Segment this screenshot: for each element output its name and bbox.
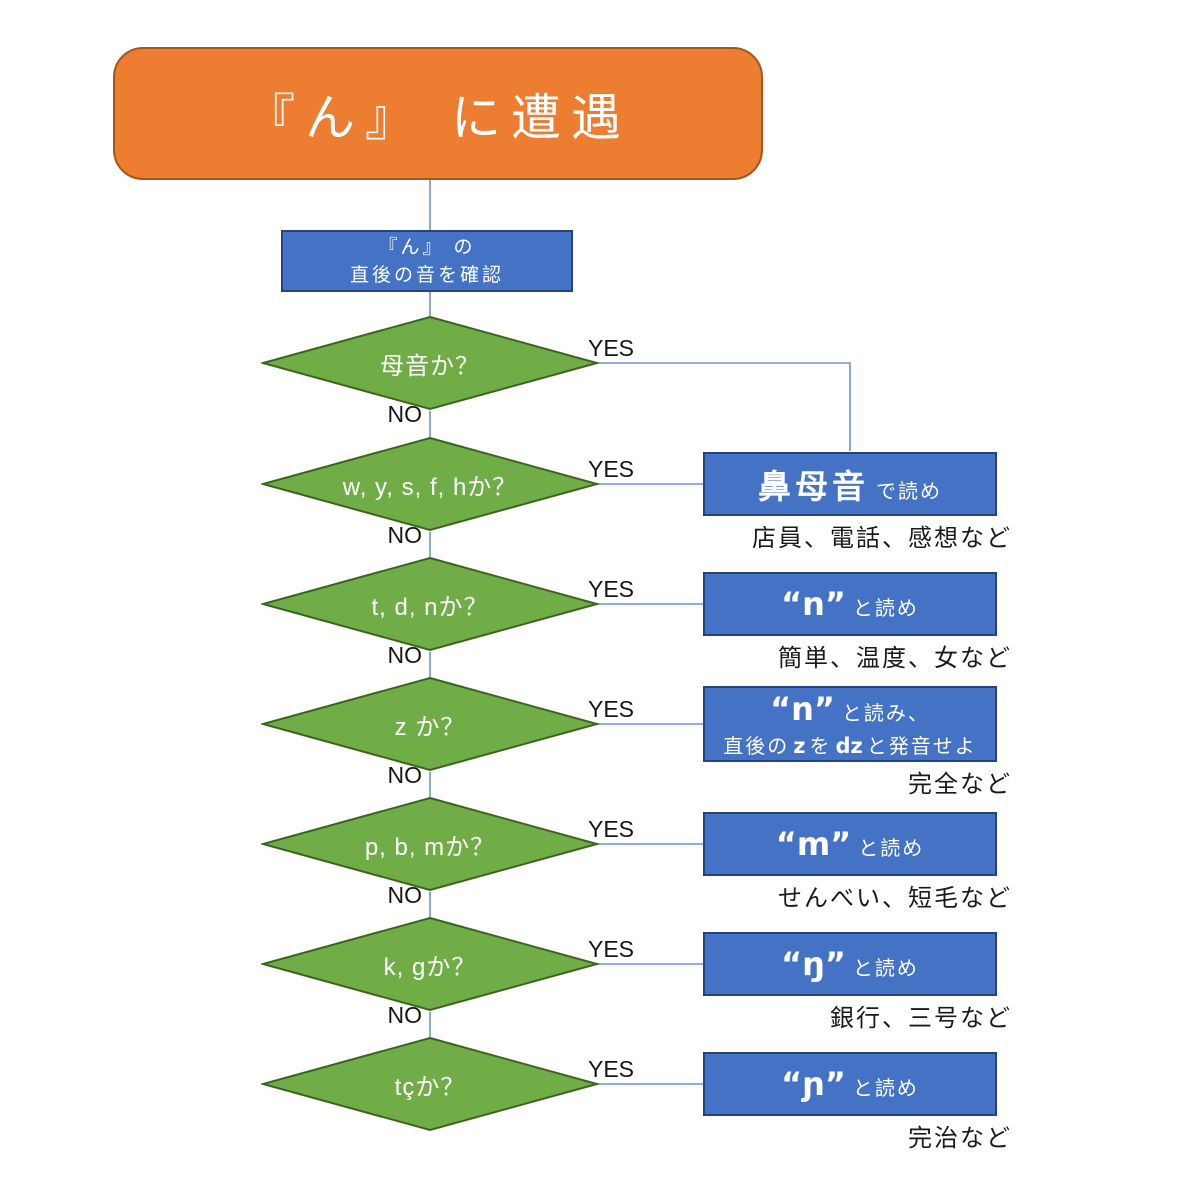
decision-vowel: 母音か？ bbox=[261, 315, 599, 411]
result-n: “n” と読め bbox=[703, 572, 997, 636]
start-node-line1: 『ん』 の bbox=[378, 235, 476, 258]
decision-tc-label: tçか？ bbox=[394, 1073, 466, 1101]
start-node-line2: 直後の音を確認 bbox=[349, 264, 504, 286]
example-nasal-vowel: 店員、電話、感想など bbox=[752, 524, 1012, 552]
result-n-dz-small: と読み、 bbox=[841, 700, 930, 725]
result-n-dz-z: z bbox=[793, 733, 806, 758]
result-n-dz-dz: dz bbox=[835, 733, 863, 758]
result-n-dz-tail: と発音せよ bbox=[866, 733, 977, 758]
decision-tdn: t, d, nか？ bbox=[261, 556, 599, 652]
no-label-4: NO bbox=[387, 762, 423, 788]
no-label-1: NO bbox=[387, 401, 423, 427]
example-n: 簡単、温度、女など bbox=[778, 644, 1012, 672]
decision-tc: tçか？ bbox=[261, 1036, 599, 1132]
example-ng: 銀行、三号など bbox=[830, 1004, 1012, 1032]
result-ny-big: “ɲ” bbox=[781, 1065, 846, 1103]
decision-wysfh: w, y, s, f, hか？ bbox=[261, 436, 599, 532]
decision-vowel-label: 母音か？ bbox=[380, 352, 480, 380]
decision-kg: k, gか？ bbox=[261, 916, 599, 1012]
example-ny: 完治など bbox=[908, 1124, 1012, 1152]
example-n-dz: 完全など bbox=[908, 770, 1012, 798]
decision-kg-label: k, gか？ bbox=[383, 953, 477, 981]
result-nasal-vowel-small: で読め bbox=[876, 479, 942, 503]
start-node: 『ん』 の 直後の音を確認 bbox=[281, 230, 573, 292]
result-nasal-vowel-big: 鼻母音 bbox=[758, 467, 869, 506]
result-ng: “ŋ” と読め bbox=[703, 932, 997, 996]
result-n-dz-big: “n” bbox=[770, 689, 835, 728]
no-label-3: NO bbox=[387, 642, 423, 668]
yes-label-1: YES bbox=[588, 335, 635, 361]
decision-pbm-label: p, b, mか？ bbox=[364, 833, 496, 861]
example-m: せんべい、短毛など bbox=[778, 884, 1012, 912]
result-n-big: “n” bbox=[781, 585, 846, 623]
result-ng-big: “ŋ” bbox=[781, 945, 846, 983]
result-m-big: “m” bbox=[775, 825, 852, 863]
result-nasal-vowel: 鼻母音 で読め bbox=[703, 452, 997, 516]
decision-pbm: p, b, mか？ bbox=[261, 796, 599, 892]
result-m-small: と読め bbox=[858, 836, 925, 860]
yes-label-2: YES bbox=[588, 456, 635, 482]
result-n-dz-wo: を bbox=[809, 733, 832, 758]
result-n-small: と読め bbox=[852, 596, 919, 620]
decision-z-label: z か？ bbox=[394, 713, 466, 741]
yes-label-4: YES bbox=[588, 696, 635, 722]
page-title: 『ん』 に遭遇 bbox=[245, 88, 631, 147]
decision-tdn-label: t, d, nか？ bbox=[371, 593, 489, 621]
yes-label-3: YES bbox=[588, 576, 635, 602]
yes-label-5: YES bbox=[588, 816, 635, 842]
result-ny-small: と読め bbox=[852, 1076, 919, 1100]
decision-z: z か？ bbox=[261, 676, 599, 772]
result-ng-small: と読め bbox=[852, 956, 919, 980]
result-n-dz-line2-text: 直後の bbox=[723, 733, 790, 758]
yes-label-6: YES bbox=[588, 936, 635, 962]
title-node: 『ん』 に遭遇 bbox=[113, 47, 763, 180]
result-ny: “ɲ” と読め bbox=[703, 1052, 997, 1116]
no-label-2: NO bbox=[387, 522, 423, 548]
no-label-6: NO bbox=[387, 1002, 423, 1028]
no-label-5: NO bbox=[387, 882, 423, 908]
decision-wysfh-label: w, y, s, f, hか？ bbox=[342, 473, 518, 501]
result-m: “m” と読め bbox=[703, 812, 997, 876]
yes-label-7: YES bbox=[588, 1056, 635, 1082]
